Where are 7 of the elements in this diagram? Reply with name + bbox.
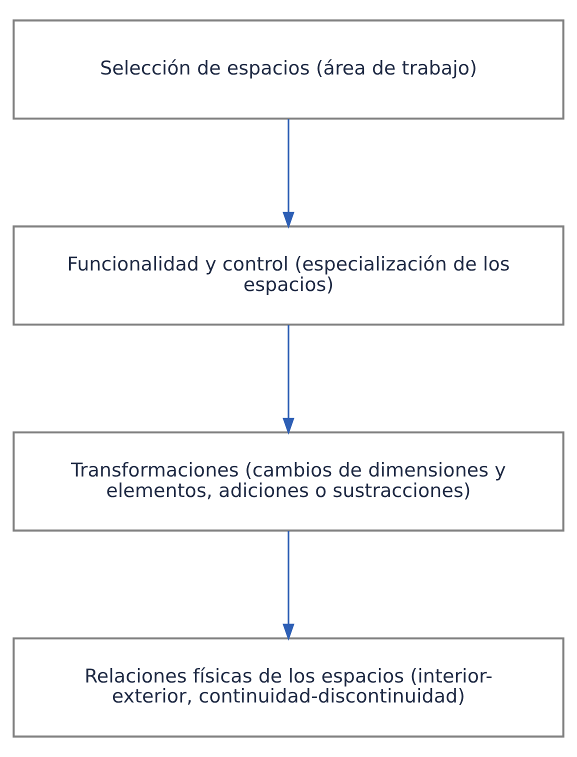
node-box: Funcionalidad y control (especialización de los espacios) — [12, 225, 564, 326]
arrow — [282, 531, 294, 641]
node-box: Relaciones físicas de los espacios (interior-exterior, continuidad-discontinuidad) — [12, 637, 564, 738]
arrow — [282, 325, 294, 435]
node-box: Transformaciones (cambios de dimensiones y elementos, adiciones o sustracciones) — [12, 431, 564, 532]
arrow — [282, 119, 294, 229]
node-box: Selección de espacios (área de trabajo) — [12, 19, 564, 120]
